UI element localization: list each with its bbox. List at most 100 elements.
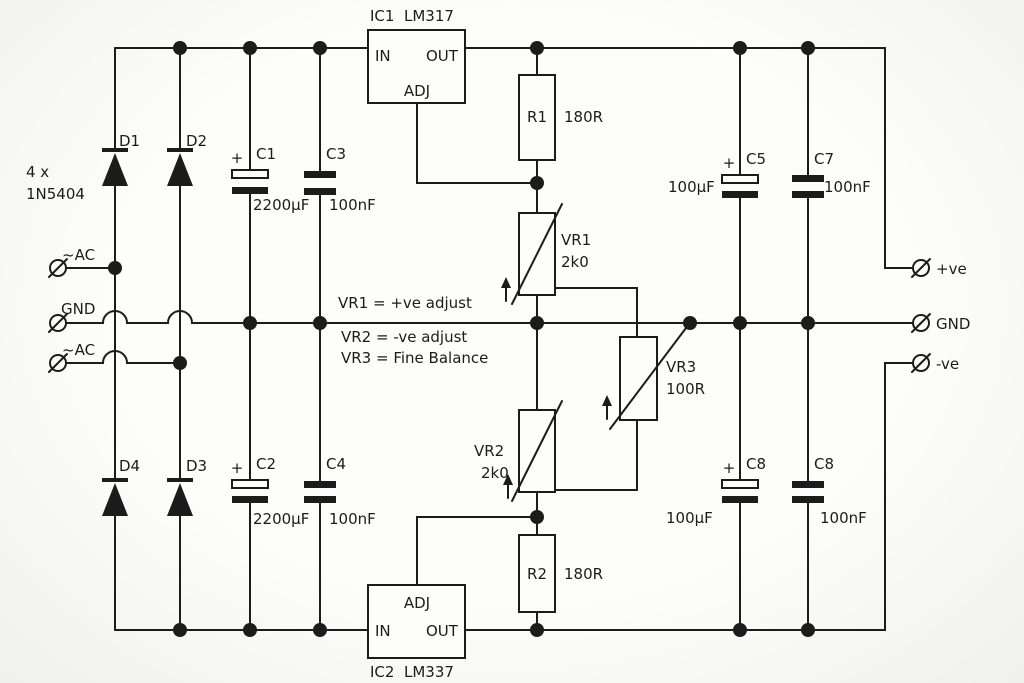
pot-vr1: VR1 2k0: [501, 203, 591, 305]
junction-dot: [683, 316, 697, 330]
resistor-r2: R2 180R: [518, 534, 603, 613]
c4-plate-top: [304, 481, 336, 488]
junction-dot: [733, 316, 747, 330]
diode-d1: D1: [102, 132, 140, 186]
c2-ref: C2: [256, 455, 276, 473]
terminal-ac-bottom-label: ~AC: [62, 341, 95, 359]
pot-vr2: VR2 2k0: [474, 400, 563, 502]
terminal-ac-top: ~AC: [48, 246, 95, 278]
diode-note-qty: 4 x: [26, 163, 49, 181]
c1-ref: C1: [256, 145, 276, 163]
c8a-polarity: +: [723, 459, 736, 477]
c3-plate-bottom: [304, 188, 336, 195]
junction-dot: [313, 316, 327, 330]
c2-value: 2200µF: [253, 510, 309, 528]
vr1-value: 2k0: [561, 253, 589, 271]
c3-ref: C3: [326, 145, 346, 163]
c8b-ref: C8: [814, 455, 834, 473]
c8a-plate-negative: [722, 496, 758, 503]
c7-plate-top: [792, 175, 824, 182]
c5-ref: C5: [746, 150, 766, 168]
c4-plate-bottom: [304, 496, 336, 503]
terminal-negative-slash: [911, 353, 931, 373]
c8b-plate-bottom: [792, 496, 824, 503]
terminal-gnd-right-slash: [911, 313, 931, 333]
junction-dot: [530, 316, 544, 330]
wire-gnd-rail: [65, 310, 914, 324]
c5-plate-negative: [722, 191, 758, 198]
c4-ref: C4: [326, 455, 346, 473]
c2-plate-negative: [232, 496, 268, 503]
c1-plate-negative: [232, 187, 268, 194]
ic2-box: [367, 584, 466, 659]
diode-d4: D4: [102, 457, 140, 516]
ic1-pin-in: IN: [375, 47, 391, 65]
c1-plate-positive: [231, 169, 269, 179]
terminal-ac-top-slash: [48, 258, 68, 278]
terminal-gnd-left: GND: [48, 300, 95, 333]
c8a-plate-positive: [721, 479, 759, 489]
junction-dot: [530, 176, 544, 190]
terminal-gnd-left-slash: [48, 313, 68, 333]
vr1-diagonal: [511, 203, 563, 305]
c1-polarity: +: [231, 149, 244, 167]
terminal-positive-slash: [911, 258, 931, 278]
ic2-ref: IC2: [370, 663, 394, 681]
junction-dot: [313, 41, 327, 55]
ic1-regulator: IC1 LM317 IN OUT ADJ: [367, 7, 466, 104]
junction-dot: [733, 41, 747, 55]
vr2-value: 2k0: [481, 464, 509, 482]
wire-top-rail-right: [464, 47, 914, 269]
terminal-ac-top-label: ~AC: [62, 246, 95, 264]
wire-ic1-adj: [416, 102, 538, 184]
junction-dot: [801, 623, 815, 637]
terminal-positive: +ve: [911, 258, 967, 278]
terminal-ac-bottom-slash: [48, 353, 68, 373]
vr3-adjust-arrowhead: [602, 395, 612, 406]
vr3-ref: VR3: [666, 358, 696, 376]
c3-value: 100nF: [329, 196, 376, 214]
d4-cathode-bar: [102, 478, 128, 482]
vr2-adjust-arrowhead: [503, 474, 513, 485]
junction-dot: [173, 356, 187, 370]
note-vr2: VR2 = -ve adjust: [341, 328, 467, 346]
terminal-gnd-right: GND: [911, 313, 970, 333]
capacitor-c8a: + C8 100µF: [666, 455, 766, 527]
junction-dot: [243, 41, 257, 55]
wire-bottom-rail-right: [464, 362, 914, 631]
ic2-pin-out: OUT: [426, 622, 459, 640]
capacitor-c5: + C5 100µF: [668, 150, 766, 198]
d2-label: D2: [186, 132, 207, 150]
ic2-pin-in: IN: [375, 622, 391, 640]
d2-cathode-bar: [167, 148, 193, 152]
vr1-adjust-arrowhead: [501, 277, 511, 288]
ic1-pin-adj: ADJ: [404, 82, 430, 100]
terminal-gnd-left-label: GND: [61, 300, 95, 318]
annotation-notes: VR1 = +ve adjust VR2 = -ve adjust VR3 = …: [338, 294, 488, 367]
junction-dot: [530, 623, 544, 637]
ic2-part: LM337: [404, 663, 454, 681]
capacitor-c4: C4 100nF: [304, 455, 376, 528]
r2-value: 180R: [564, 565, 603, 583]
d3-anode-triangle: [167, 483, 193, 516]
r2-ref: R2: [527, 565, 547, 583]
c2-polarity: +: [231, 459, 244, 477]
diode-d3: D3: [167, 457, 207, 516]
c2-plate-positive: [231, 479, 269, 489]
wire-vr2-wiper: [554, 419, 638, 491]
c8b-plate-top: [792, 481, 824, 488]
vr1-ref: VR1: [561, 231, 591, 249]
c5-plate-positive: [721, 174, 759, 184]
resistor-r1: R1 180R: [518, 74, 603, 161]
terminal-ac-bottom: ~AC: [48, 341, 95, 373]
capacitor-c7: C7 100nF: [792, 150, 871, 198]
vr3-diagonal: [609, 323, 690, 430]
c7-ref: C7: [814, 150, 834, 168]
c8a-value: 100µF: [666, 509, 713, 527]
diode-note-part: 1N5404: [26, 185, 85, 203]
vr2-diagonal: [511, 400, 563, 502]
r2-body: [518, 534, 556, 613]
c4-value: 100nF: [329, 510, 376, 528]
r1-value: 180R: [564, 108, 603, 126]
